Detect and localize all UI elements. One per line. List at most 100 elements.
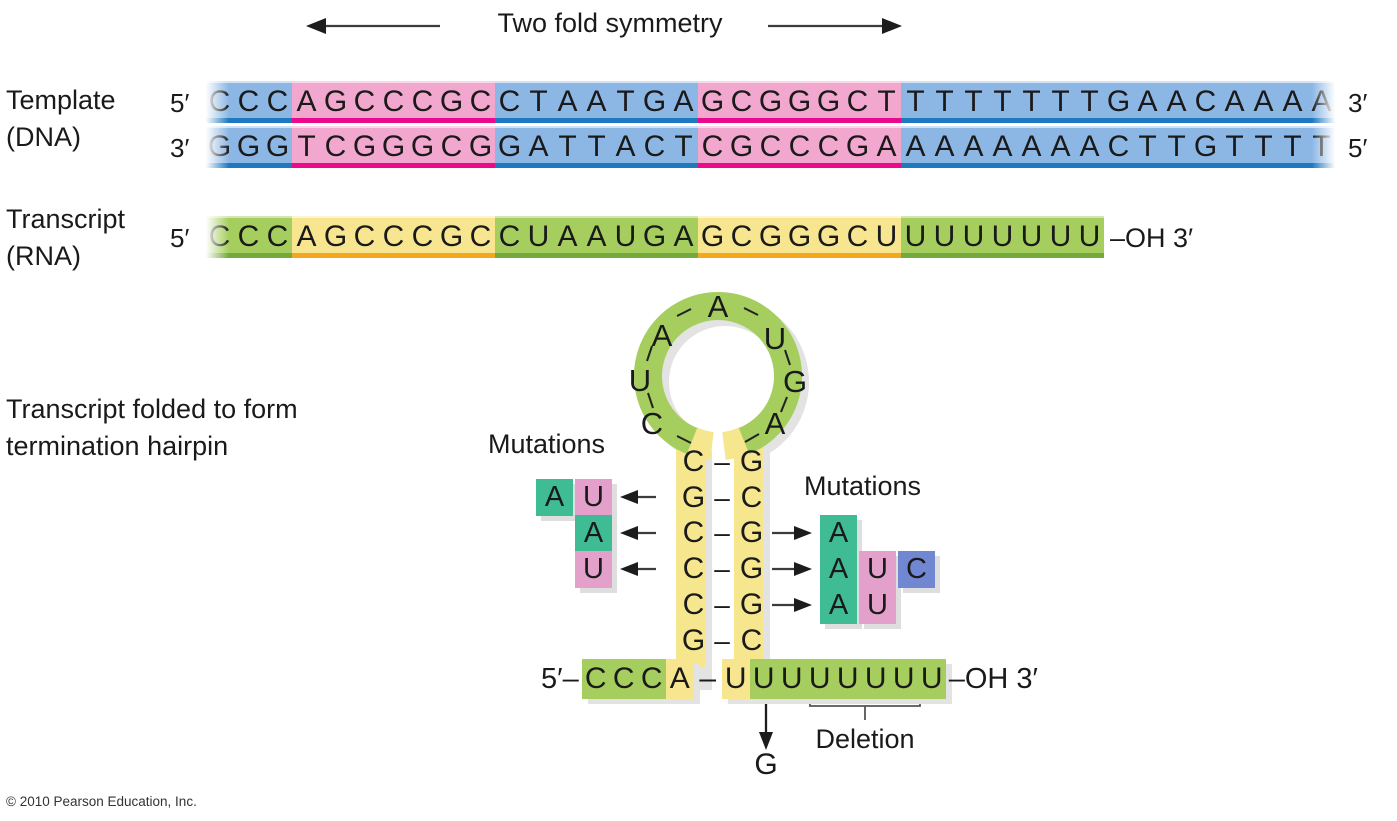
base-letter: C	[846, 220, 869, 253]
base-letter: T	[964, 85, 983, 118]
base-letter: C	[411, 220, 434, 253]
hairpin-caption-line2: termination hairpin	[6, 431, 229, 461]
loop-base-a1: A	[651, 318, 673, 353]
mutation-box-left-r1-a: A	[536, 479, 573, 516]
base-letter: A	[557, 85, 578, 118]
base-letter: C	[498, 85, 521, 118]
base-letter: C	[353, 220, 376, 253]
base-letter: A	[669, 662, 690, 695]
base-letter: A	[673, 85, 694, 118]
base-letter: C	[324, 130, 347, 163]
base-letter: U	[1020, 220, 1043, 253]
stem-pair3-right: G	[739, 516, 764, 549]
base-letter: G	[787, 85, 812, 118]
stem-pair2-right: C	[740, 481, 763, 514]
base-letter: U	[724, 662, 747, 695]
loop-base-u: U	[628, 363, 652, 398]
base-letter: C	[640, 662, 663, 695]
base-letter: C	[730, 220, 753, 253]
stem-pair5-left: C	[682, 588, 705, 621]
base-letter: C	[382, 85, 405, 118]
base-letter: U	[892, 662, 915, 695]
mutation-box-right-r3-a: A	[820, 587, 857, 624]
base-letter: A	[296, 85, 317, 118]
stem-pair2-left: G	[681, 481, 706, 514]
base-letter: G	[439, 85, 464, 118]
base-letter: A	[1137, 85, 1158, 118]
base-letter: G	[758, 85, 783, 118]
two-fold-symmetry-right-arrow	[768, 18, 902, 34]
base-letter: A	[1050, 130, 1071, 163]
stem-pair1-left: C	[682, 445, 705, 478]
base-letter: A	[1253, 85, 1274, 118]
hairpin-caption-line1: Transcript folded to form	[6, 394, 298, 424]
stem-pair6-bond: –	[714, 625, 730, 656]
base-letter: A	[528, 130, 549, 163]
stem-pair1-bond: –	[714, 446, 730, 477]
dna-bottom-prime-right: 5′	[1348, 133, 1368, 163]
stem-pair5-right: G	[739, 588, 764, 621]
base-letter: G	[787, 220, 812, 253]
mutation-box-left-r2-a: A	[575, 515, 612, 552]
base-letter: G	[642, 220, 667, 253]
base-letter: U	[1049, 220, 1072, 253]
base-letter: –	[699, 662, 717, 695]
mutation-box-right-r1-a: A	[820, 515, 857, 552]
base-letter: A	[296, 220, 317, 253]
base-letter: U	[614, 220, 637, 253]
base-letter: A	[586, 85, 607, 118]
loop-base-a2: A	[707, 289, 729, 324]
mutation-box-right-r2-a: A	[820, 551, 857, 588]
stem-pair3-bond: –	[714, 517, 730, 548]
base-letter: T	[587, 130, 606, 163]
mutations-left-title: Mutations	[488, 429, 606, 459]
base-letter: G	[1106, 85, 1131, 118]
dna-top-prime-left: 5′	[170, 88, 190, 118]
base-letter: U	[991, 220, 1014, 253]
base-letter: T	[1254, 130, 1273, 163]
stem-pair4-bond: –	[714, 553, 730, 584]
mutation-box-left-r1-u: U	[575, 479, 612, 516]
stem-pair6-right: C	[740, 624, 763, 657]
base-letter: T	[1051, 85, 1070, 118]
mutation-box-left-r3-u: U	[575, 551, 612, 588]
base-letter: U	[864, 662, 887, 695]
rna-oh-suffix: –OH 3′	[1110, 223, 1194, 253]
transcript-rna-label-line1: Transcript	[6, 204, 126, 234]
base-letter: C	[353, 85, 376, 118]
mutation-box-right-r3-u: U	[859, 587, 896, 624]
base-letter: C	[817, 130, 840, 163]
base-letter: U	[920, 662, 943, 695]
base-letter: G	[265, 130, 290, 163]
dna-top-prime-right: 3′	[1348, 88, 1368, 118]
base-letter: A	[963, 130, 984, 163]
base-letter: U	[527, 220, 550, 253]
base-letter: T	[906, 85, 925, 118]
g-point-mutation-label: G	[754, 748, 778, 781]
mutations-right-title: Mutations	[804, 471, 922, 501]
base-letter: U	[808, 662, 831, 695]
base-letter: C	[469, 220, 492, 253]
base-letter: A	[1224, 85, 1245, 118]
base-letter: U	[904, 220, 927, 253]
template-dna-label-line1: Template	[6, 85, 116, 115]
sequence-segment: A	[665, 659, 694, 699]
base-letter: C	[846, 85, 869, 118]
base-letter: T	[529, 85, 548, 118]
stem-pair4-left: C	[682, 552, 705, 585]
base-letter: G	[207, 130, 232, 163]
left-mutation-arrows	[620, 490, 656, 576]
base-letter: T	[558, 130, 577, 163]
transcript-rna-label-line2: (RNA)	[6, 241, 81, 271]
sequence-token: –OH 3′	[948, 662, 1038, 695]
